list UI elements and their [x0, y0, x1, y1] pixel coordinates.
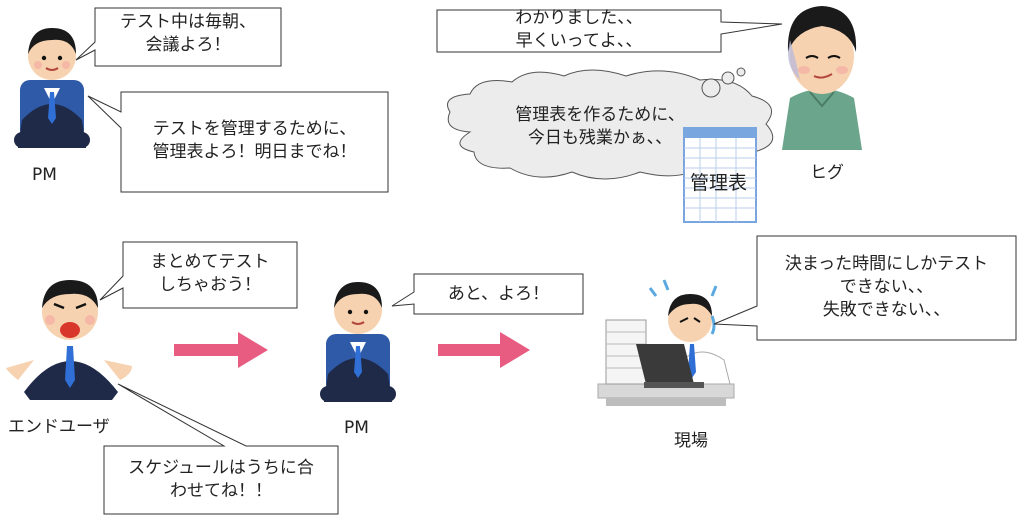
- genba-figure: [597, 279, 735, 406]
- bubble-enduser-schedule: [103, 383, 339, 515]
- spreadsheet-icon: [683, 127, 757, 223]
- enduser-schedule-text: スケジュールはうちに合 わせてね！！: [128, 458, 314, 501]
- pm-top-label: PM: [32, 165, 57, 185]
- bubble-pm-ato: [391, 273, 584, 315]
- pm-meeting-text: テスト中は毎朝、 会議よろ！: [120, 12, 256, 55]
- genba-complaint-text: 決まった時間にしかテスト できない、、 失敗できない、、: [784, 254, 989, 320]
- bubble-genba-complaint: [713, 235, 1017, 341]
- bubble-pm-table: [87, 91, 389, 193]
- pm-table-text: テストを管理するために、 管理表よろ！明日までね！: [152, 119, 357, 162]
- bubble-higu-reply: [436, 9, 783, 53]
- bubble-pm-meeting: [75, 7, 282, 67]
- pm-mid-label: PM: [344, 418, 369, 438]
- pm-mid-figure: [320, 282, 396, 402]
- pm-top-figure: [14, 28, 90, 148]
- higu-figure: [782, 6, 862, 150]
- higu-thought-text: 管理表を作るために、 今日も残業かぁ、、: [515, 105, 685, 148]
- enduser-label: エンドユーザ: [8, 417, 110, 437]
- enduser-test-text: まとめてテスト しちゃおう！: [150, 252, 270, 295]
- arrow-pm-to-genba: [438, 332, 530, 368]
- spreadsheet-label: 管理表: [690, 172, 748, 194]
- higu-reply-text: わかりました、、 早くいってよ、、: [515, 8, 643, 51]
- pm-ato-text: あと、よろ！: [447, 284, 550, 304]
- higu-label: ヒグ: [810, 163, 844, 183]
- bubble-enduser-test: [99, 241, 298, 309]
- enduser-figure: [6, 280, 132, 400]
- arrow-enduser-to-pm: [174, 332, 268, 368]
- genba-label: 現場: [674, 431, 708, 451]
